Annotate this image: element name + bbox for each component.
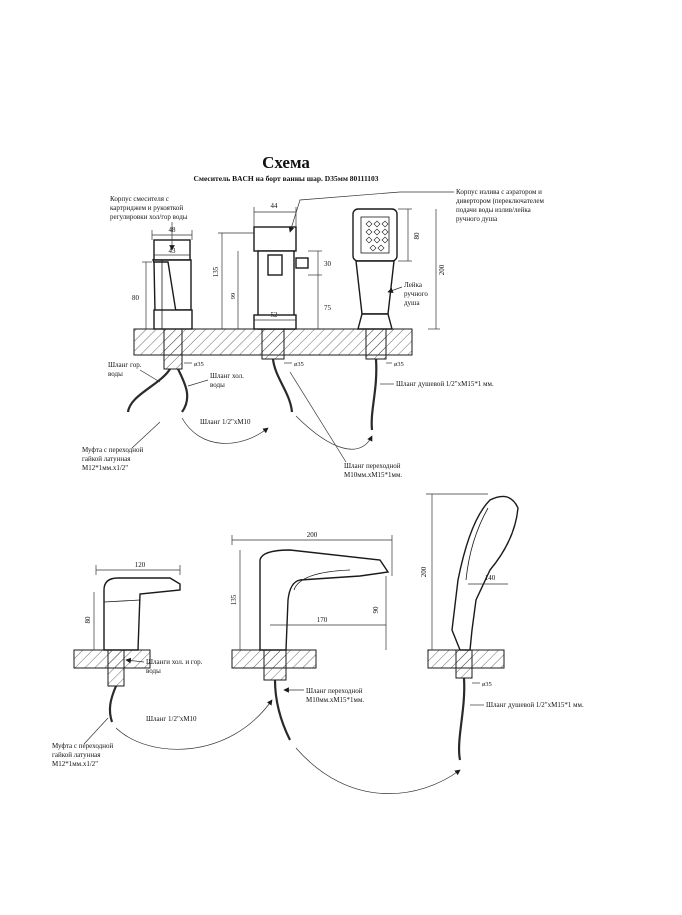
label-top-labels-hose-hot-0: Шланг гор.: [108, 361, 142, 369]
label-top-labels-body-mixer-1: картриджем и рукояткой: [110, 204, 183, 212]
label-bottom-labels-hoses-cold-hot-0: Шланги хол. и гор.: [146, 658, 203, 666]
label-top-dims-d99: 99: [230, 293, 237, 300]
label-bottom-labels-hoses-cold-hot-1: воды: [146, 667, 161, 675]
label-bottom-labels-coupling-1: гайкой латунная: [52, 751, 101, 759]
hoses-bottom: [108, 677, 466, 794]
label-bottom-labels-hose-adapter-0: Шланг переходной: [306, 687, 363, 695]
label-top-labels-coupling-2: М12*1мм.х1/2": [82, 464, 128, 472]
mixer-body-bottom: [103, 577, 181, 651]
label-top-labels-dia2: ø35: [294, 361, 304, 368]
page-title: Схема: [262, 153, 310, 172]
label-top-dims-d75: 75: [324, 304, 332, 312]
label-top-dims-d135: 135: [212, 266, 220, 277]
page-subtitle: Смеситель BACH на борт ванны шар. D35мм …: [193, 174, 378, 183]
label-bottom-dims-d90: 90: [372, 606, 380, 614]
label-top-labels-dia1: ø35: [194, 361, 204, 368]
label-top-labels-shower-head-0: Лейка: [404, 281, 423, 289]
dims-mixer-bottom: 120 80: [84, 561, 181, 650]
spout-body-bottom: [259, 549, 390, 651]
label-top-labels-hose-shower: Шланг душевой 1/2"хМ15*1 мм.: [396, 380, 494, 388]
label-top-labels-coupling-1: гайкой латунная: [82, 455, 131, 463]
dims-spout-top: 44 135 99 30 75 52: [212, 202, 332, 329]
label-top-labels-body-mixer-2: регулировки хол/гор воды: [110, 213, 188, 221]
label-top-labels-hose-adapter-1: М10мм.хМ15*1мм.: [344, 471, 402, 479]
label-mixer-body: Корпус смесителя с картриджем и рукоятко…: [110, 195, 188, 251]
label-bottom-dims-d200: 200: [307, 531, 318, 539]
label-top-dims-d80: 80: [132, 294, 140, 302]
label-bottom-dims-d135: 135: [230, 594, 238, 605]
dims-spout-bottom: 200 135 90 170: [230, 531, 393, 650]
label-top-labels-body-spout-0: Корпус излива с аэратором и: [456, 188, 542, 196]
labels-hoses-top: Шланг гор. воды Шланг хол. воды Шланг 1/…: [82, 361, 494, 479]
shanks-bottom: ø35: [107, 649, 492, 688]
label-top-dims-d200: 200: [438, 264, 446, 275]
label-top-labels-shower-head-2: душа: [404, 299, 420, 307]
spout-body-top: [253, 226, 309, 330]
label-top-labels-body-spout-2: подачи воды излив/лейка: [456, 206, 532, 214]
label-top-labels-hose-cold-1: воды: [210, 381, 225, 389]
label-top-labels-hose-adapter-0: Шланг переходной: [344, 462, 401, 470]
label-top-labels-body-spout-3: ручного душа: [456, 215, 498, 223]
deck-bottom: [73, 649, 505, 669]
label-bottom-dims-d120: 120: [135, 561, 146, 569]
label-bottom-dims-d200b: 200: [420, 566, 428, 577]
label-top-dims-d43: 43: [169, 247, 177, 255]
label-top-dims-d44: 44: [271, 202, 279, 210]
label-bottom-dims-d80: 80: [84, 616, 92, 624]
label-top-labels-body-mixer-0: Корпус смесителя с: [110, 195, 169, 203]
label-top-labels-body-spout-1: дивертором (переключателем: [456, 197, 544, 205]
label-top-labels-dia3: ø35: [394, 361, 404, 368]
label-top-dims-d30: 30: [324, 260, 332, 268]
label-bottom-labels-coupling-0: Муфта с переходной: [52, 742, 113, 750]
label-bottom-labels-coupling-2: М12*1мм.х1/2": [52, 760, 98, 768]
labels-hoses-bottom: Шланги хол. и гор. воды Шланг 1/2"хМ10 М…: [52, 657, 584, 768]
label-bottom-labels-hose-adapter-1: М10мм.хМ15*1мм.: [306, 696, 364, 704]
label-bottom-dims-d140: 140: [485, 574, 496, 582]
shower-head-bottom: [451, 495, 519, 651]
label-top-dims-d52: 52: [271, 311, 279, 319]
shanks-top: ø35 ø35 ø35: [163, 328, 404, 370]
label-spout-body: Корпус излива с аэратором и дивертором (…: [288, 188, 544, 233]
label-top-labels-hose-cold-0: Шланг хол.: [210, 372, 244, 380]
label-top-labels-coupling-0: Муфта с переходной: [82, 446, 143, 454]
label-top-labels-shower-head-1: ручного: [404, 290, 428, 298]
hoses-top: [126, 358, 378, 450]
dims-shower-top: 80 200: [398, 208, 446, 330]
label-bottom-dims-d170: 170: [317, 616, 328, 624]
label-bottom-labels-hose-half: Шланг 1/2"хМ10: [146, 715, 197, 723]
label-hose-half-top: Шланг 1/2"хМ10: [200, 418, 251, 426]
dims-shower-bottom: 200 140: [420, 493, 508, 650]
label-bottom-labels-hose-shower: Шланг душевой 1/2"хМ15*1 мм.: [486, 701, 584, 709]
label-bottom-labels-dia: ø35: [482, 681, 492, 688]
label-top-dims-d80b: 80: [413, 232, 421, 240]
shower-head-top: [352, 208, 398, 330]
label-top-labels-hose-hot-1: воды: [108, 370, 123, 378]
label-shower-head: Лейка ручного душа: [387, 281, 428, 307]
